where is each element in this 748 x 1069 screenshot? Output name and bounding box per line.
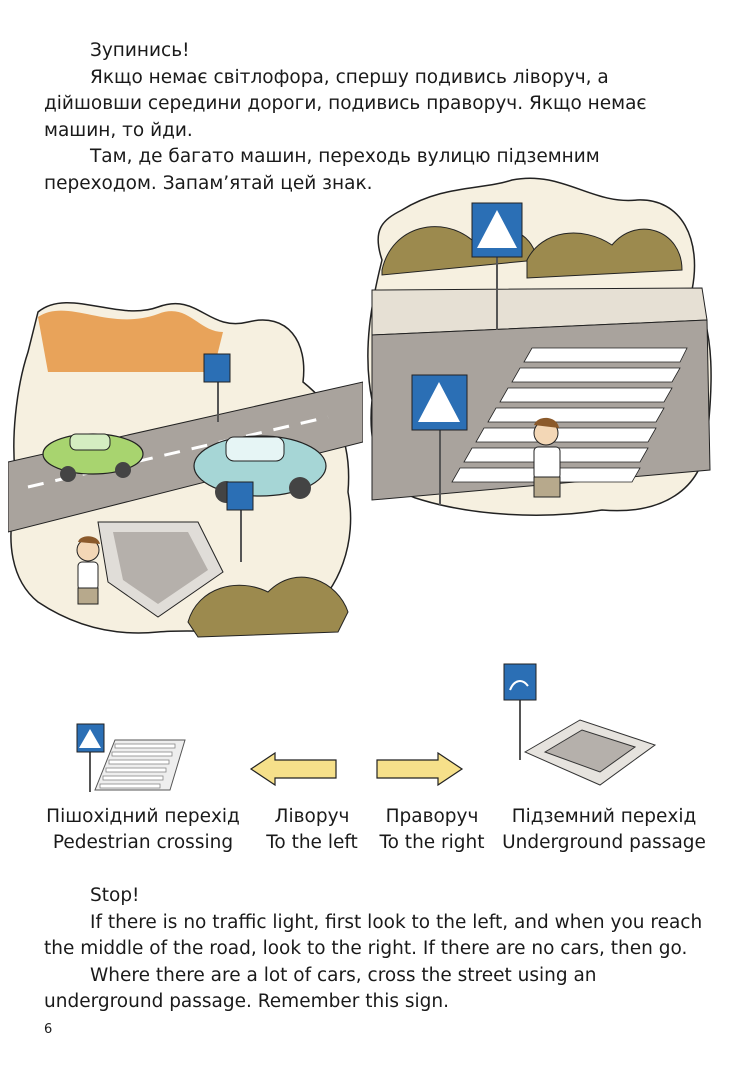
- green-car: [42, 433, 144, 482]
- boy-figure: [533, 417, 561, 498]
- underground-passage-icon: [503, 663, 657, 786]
- caption-underground-passage: Підземний перехід Underground passage: [498, 804, 710, 856]
- caption-en: Underground passage: [502, 832, 706, 853]
- ukrainian-paragraph-2: Там, де багато машин, переходь вулицю пі…: [44, 146, 600, 194]
- ukrainian-paragraph-1: Якщо немає світлофора, спершу подивись л…: [44, 66, 647, 141]
- boy-figure: [76, 536, 100, 605]
- underground-passage-illustration: [8, 302, 363, 638]
- caption-uk: Праворуч: [385, 806, 479, 827]
- caption-pedestrian-crossing: Пішохідний перехід Pedestrian crossing: [40, 804, 246, 856]
- caption-en: Pedestrian crossing: [52, 832, 234, 853]
- arrow-right-icon: [376, 751, 464, 787]
- caption-uk: Підземний перехід: [511, 806, 697, 827]
- zebra-stripes: [451, 347, 688, 483]
- ukrainian-text-block: Зупинись! Якщо немає світлофора, спершу …: [44, 38, 708, 197]
- pedestrian-crossing-icon: [76, 723, 186, 792]
- english-paragraph-1: If there is no traffic light, first look…: [44, 911, 703, 960]
- arrow-left-icon: [249, 751, 337, 787]
- page-number: 6: [44, 1022, 53, 1037]
- caption-en: To the right: [379, 832, 485, 853]
- underpass-sign-icon: [203, 353, 231, 383]
- english-text-block: Stop! If there is no traffic light, firs…: [44, 883, 708, 1016]
- caption-en: To the left: [266, 832, 358, 853]
- english-paragraph-2: Where there are a lot of cars, cross the…: [44, 964, 597, 1013]
- caption-uk: Ліворуч: [274, 806, 350, 827]
- caption-to-the-left: Ліворуч To the left: [258, 804, 366, 856]
- english-heading: Stop!: [90, 885, 140, 906]
- ukrainian-heading: Зупинись!: [90, 40, 190, 61]
- underpass-sign-icon: [226, 481, 254, 511]
- pedestrian-crossing-illustration: [367, 177, 712, 516]
- caption-uk: Пішохідний перехід: [46, 806, 240, 827]
- caption-to-the-right: Праворуч To the right: [374, 804, 490, 856]
